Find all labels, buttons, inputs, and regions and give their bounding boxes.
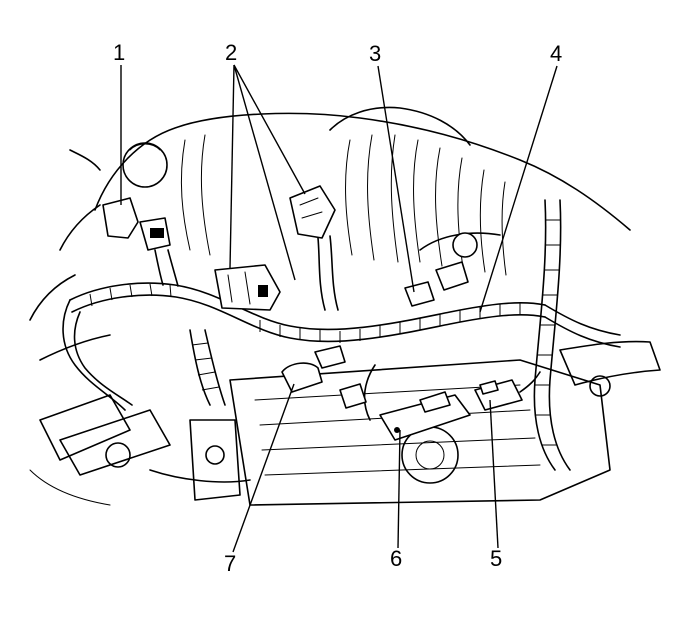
callout-1: 1: [113, 40, 125, 65]
connector-5: [474, 371, 541, 411]
sensor-7: [281, 345, 367, 409]
wiring-harness-conduit: [62, 199, 621, 471]
callout-4: 4: [550, 41, 562, 66]
connector-2: [214, 185, 339, 311]
callout-labels: 1 2 3 4 5 6 7: [113, 40, 562, 576]
connector-6: [363, 364, 471, 441]
engine-background: [29, 106, 661, 506]
connector-3: [404, 261, 469, 307]
callout-leaders: [120, 64, 558, 553]
callout-7: 7: [224, 551, 236, 576]
connector-1: [102, 197, 179, 287]
callout-2: 2: [225, 40, 237, 65]
callout-5: 5: [490, 546, 502, 571]
callout-6: 6: [390, 546, 402, 571]
callout-3: 3: [369, 41, 381, 66]
